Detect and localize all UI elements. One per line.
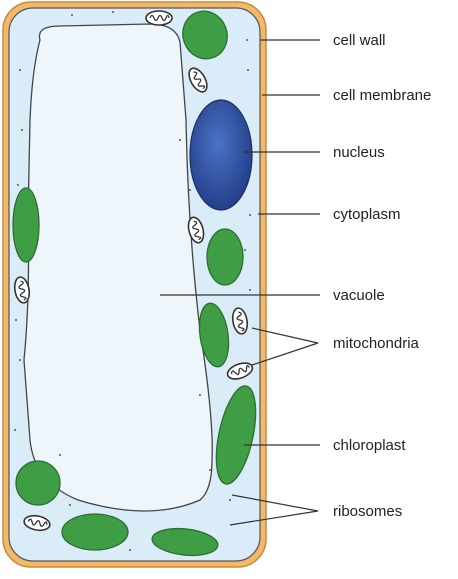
chloroplast [61, 513, 129, 551]
label-cell-membrane: cell membrane [333, 87, 431, 104]
vacuole [23, 23, 213, 512]
label-cell-wall: cell wall [333, 32, 386, 49]
chloroplast [151, 527, 219, 557]
mitochondrion [145, 10, 173, 26]
label-mitochondria: mitochondria [333, 335, 420, 352]
chloroplast [12, 187, 40, 263]
label-nucleus: nucleus [333, 144, 385, 161]
label-cytoplasm: cytoplasm [333, 206, 401, 223]
chloroplast [15, 460, 61, 506]
chloroplast [198, 302, 230, 368]
label-vacuole: vacuole [333, 287, 385, 304]
leader-lines [160, 39, 320, 526]
label-chloroplast: chloroplast [333, 437, 406, 454]
chloroplast [215, 385, 257, 485]
label-ribosomes: ribosomes [333, 503, 402, 520]
chloroplast [182, 10, 228, 60]
ribosome-dots [14, 11, 251, 551]
chloroplast [206, 228, 244, 286]
nucleus [189, 99, 253, 211]
